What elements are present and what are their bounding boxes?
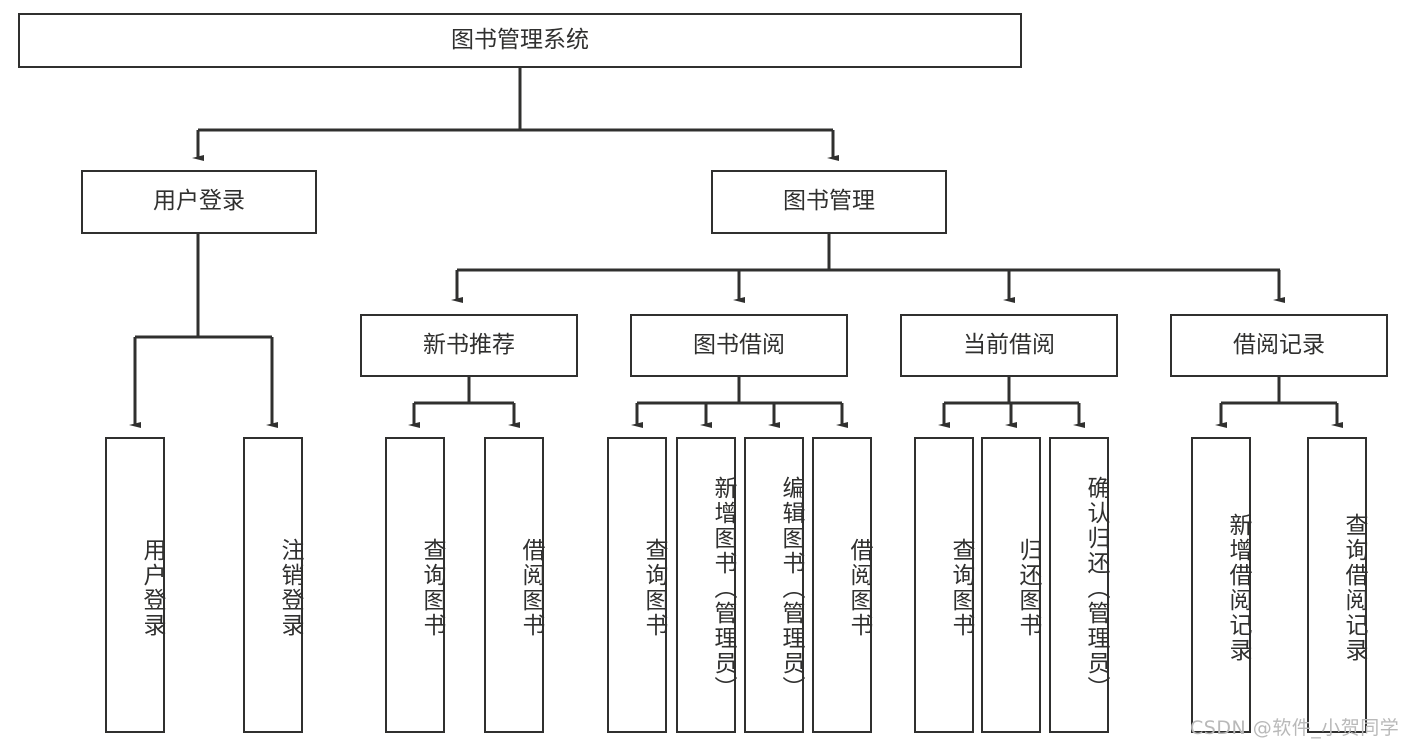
node-label: 注销登录 [277, 538, 303, 638]
node-label: 借阅图书 [518, 538, 544, 638]
leaf-current-borrow-query[interactable]: 查询图书 [914, 437, 974, 733]
leaf-book-borrow-borrow[interactable]: 借阅图书 [812, 437, 872, 733]
leaf-book-borrow-edit-admin[interactable]: 编辑图书（管理员） [744, 437, 804, 733]
node-label: 查询图书 [641, 538, 667, 638]
node-label: 归还图书 [1015, 538, 1041, 638]
node-current-borrow[interactable]: 当前借阅 [900, 314, 1118, 377]
node-book-borrow[interactable]: 图书借阅 [630, 314, 848, 377]
node-label: 查询图书 [419, 538, 445, 638]
leaf-borrow-record-add[interactable]: 新增借阅记录 [1191, 437, 1251, 733]
node-label: 确认归还（管理员） [1083, 475, 1109, 701]
leaf-borrow-record-query[interactable]: 查询借阅记录 [1307, 437, 1367, 733]
node-label: 当前借阅 [963, 331, 1055, 358]
node-label: 用户登录 [139, 538, 165, 638]
node-borrow-record[interactable]: 借阅记录 [1170, 314, 1388, 377]
node-label: 图书管理 [783, 188, 875, 215]
node-label: 查询图书 [948, 538, 974, 638]
leaf-new-book-borrow[interactable]: 借阅图书 [484, 437, 544, 733]
leaf-current-borrow-return[interactable]: 归还图书 [981, 437, 1041, 733]
node-label: 新书推荐 [423, 331, 515, 358]
leaf-current-borrow-confirm-admin[interactable]: 确认归还（管理员） [1049, 437, 1109, 733]
node-label: 图书借阅 [693, 331, 785, 358]
node-label: 查询借阅记录 [1341, 513, 1367, 663]
node-label: 借阅图书 [846, 538, 872, 638]
watermark: CSDN @软件_小贺同学 [1190, 717, 1400, 739]
leaf-user-login-logout[interactable]: 注销登录 [243, 437, 303, 733]
node-user-login[interactable]: 用户登录 [81, 170, 317, 234]
leaf-new-book-query[interactable]: 查询图书 [385, 437, 445, 733]
leaf-user-login-login[interactable]: 用户登录 [105, 437, 165, 733]
leaf-book-borrow-query[interactable]: 查询图书 [607, 437, 667, 733]
node-book-management[interactable]: 图书管理 [711, 170, 947, 234]
leaf-book-borrow-add-admin[interactable]: 新增图书（管理员） [676, 437, 736, 733]
node-label: 借阅记录 [1233, 331, 1325, 358]
node-label: 用户登录 [153, 188, 245, 215]
node-root-book-management-system[interactable]: 图书管理系统 [18, 13, 1022, 68]
node-label: 图书管理系统 [451, 26, 589, 53]
node-new-book-recommend[interactable]: 新书推荐 [360, 314, 578, 377]
node-label: 编辑图书（管理员） [778, 475, 804, 701]
node-label: 新增图书（管理员） [710, 475, 736, 701]
node-label: 新增借阅记录 [1225, 513, 1251, 663]
